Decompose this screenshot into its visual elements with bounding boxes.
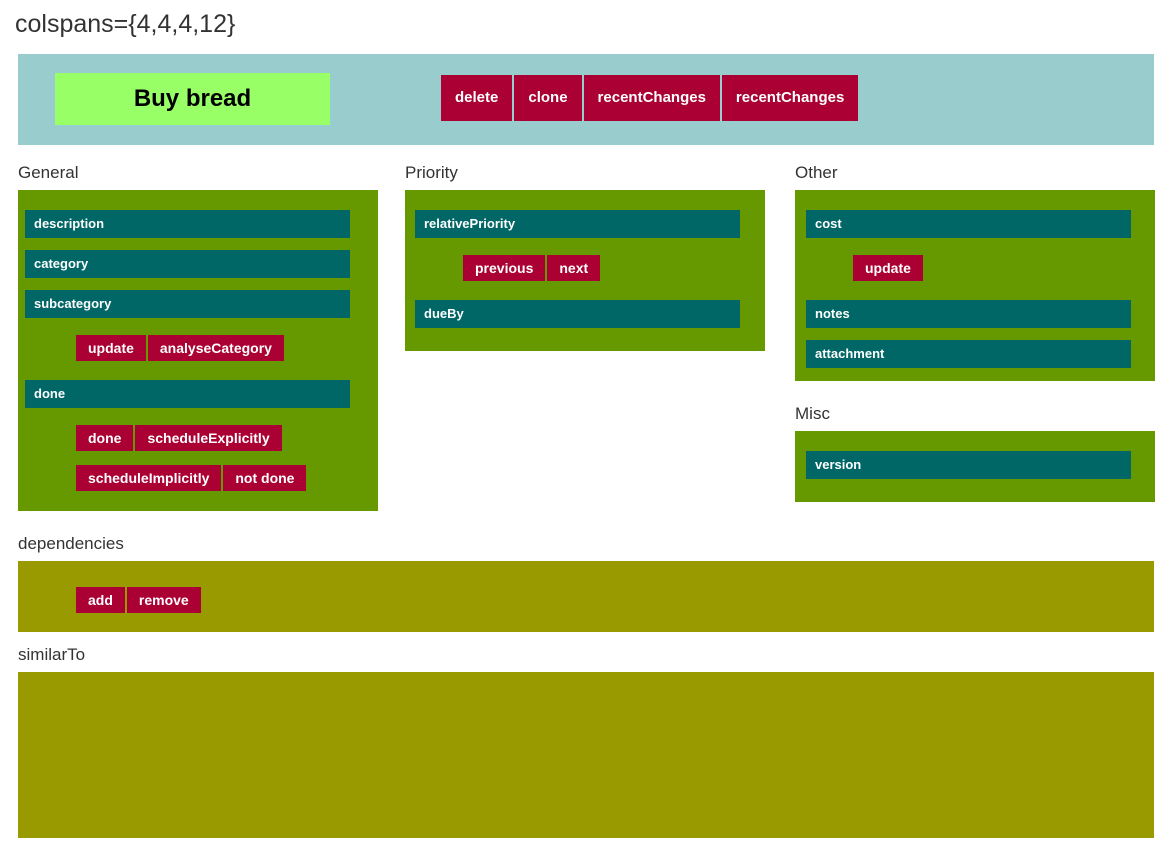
next-button[interactable]: next xyxy=(547,255,601,281)
priority-group-label: Priority xyxy=(405,163,458,182)
category-update-button[interactable]: update xyxy=(76,335,146,361)
field-notes[interactable]: notes xyxy=(806,300,1131,328)
general-group-label: General xyxy=(18,163,79,182)
done-action-buttons-row-2: scheduleImplicitly not done xyxy=(76,465,307,491)
done-button[interactable]: done xyxy=(76,425,134,451)
field-version[interactable]: version xyxy=(806,451,1131,479)
dependencies-action-buttons: add remove xyxy=(76,587,201,613)
similar-to-panel xyxy=(18,672,1154,838)
field-subcategory[interactable]: subcategory xyxy=(25,290,350,318)
task-header-band: Buy bread delete clone recentChanges rec… xyxy=(18,54,1154,145)
field-due-by[interactable]: dueBy xyxy=(415,300,740,328)
dependencies-panel: add remove xyxy=(18,561,1154,632)
priority-action-buttons: previous next xyxy=(463,255,601,281)
field-category[interactable]: category xyxy=(25,250,350,278)
cost-action-buttons: update xyxy=(853,255,923,281)
cost-update-button[interactable]: update xyxy=(853,255,923,281)
add-dependency-button[interactable]: add xyxy=(76,587,125,613)
previous-button[interactable]: previous xyxy=(463,255,546,281)
clone-button[interactable]: clone xyxy=(514,75,582,121)
misc-group-panel: version xyxy=(795,431,1155,502)
general-group-panel: description category subcategory update … xyxy=(18,190,378,511)
not-done-button[interactable]: not done xyxy=(223,465,307,491)
category-action-buttons: update analyseCategory xyxy=(76,335,284,361)
field-attachment[interactable]: attachment xyxy=(806,340,1131,368)
field-cost[interactable]: cost xyxy=(806,210,1131,238)
header-action-buttons: delete clone recentChanges recentChanges xyxy=(441,75,859,121)
other-group-label: Other xyxy=(795,163,838,182)
other-group-panel: cost update notes attachment xyxy=(795,190,1155,381)
analyse-category-button[interactable]: analyseCategory xyxy=(147,335,284,361)
schedule-explicitly-button[interactable]: scheduleExplicitly xyxy=(135,425,282,451)
field-relative-priority[interactable]: relativePriority xyxy=(415,210,740,238)
field-done[interactable]: done xyxy=(25,380,350,408)
done-action-buttons-row-1: done scheduleExplicitly xyxy=(76,425,282,451)
field-description[interactable]: description xyxy=(25,210,350,238)
schedule-implicitly-button[interactable]: scheduleImplicitly xyxy=(76,465,222,491)
recent-changes-button-1[interactable]: recentChanges xyxy=(583,75,720,121)
priority-group-panel: relativePriority previous next dueBy xyxy=(405,190,765,351)
misc-group-label: Misc xyxy=(795,404,830,423)
recent-changes-button-2[interactable]: recentChanges xyxy=(721,75,859,121)
similar-to-label: similarTo xyxy=(18,645,86,664)
remove-dependency-button[interactable]: remove xyxy=(126,587,201,613)
dependencies-label: dependencies xyxy=(18,534,124,553)
page-title: colspans={4,4,4,12} xyxy=(15,10,236,38)
task-title-field[interactable]: Buy bread xyxy=(55,73,330,125)
delete-button[interactable]: delete xyxy=(441,75,513,121)
